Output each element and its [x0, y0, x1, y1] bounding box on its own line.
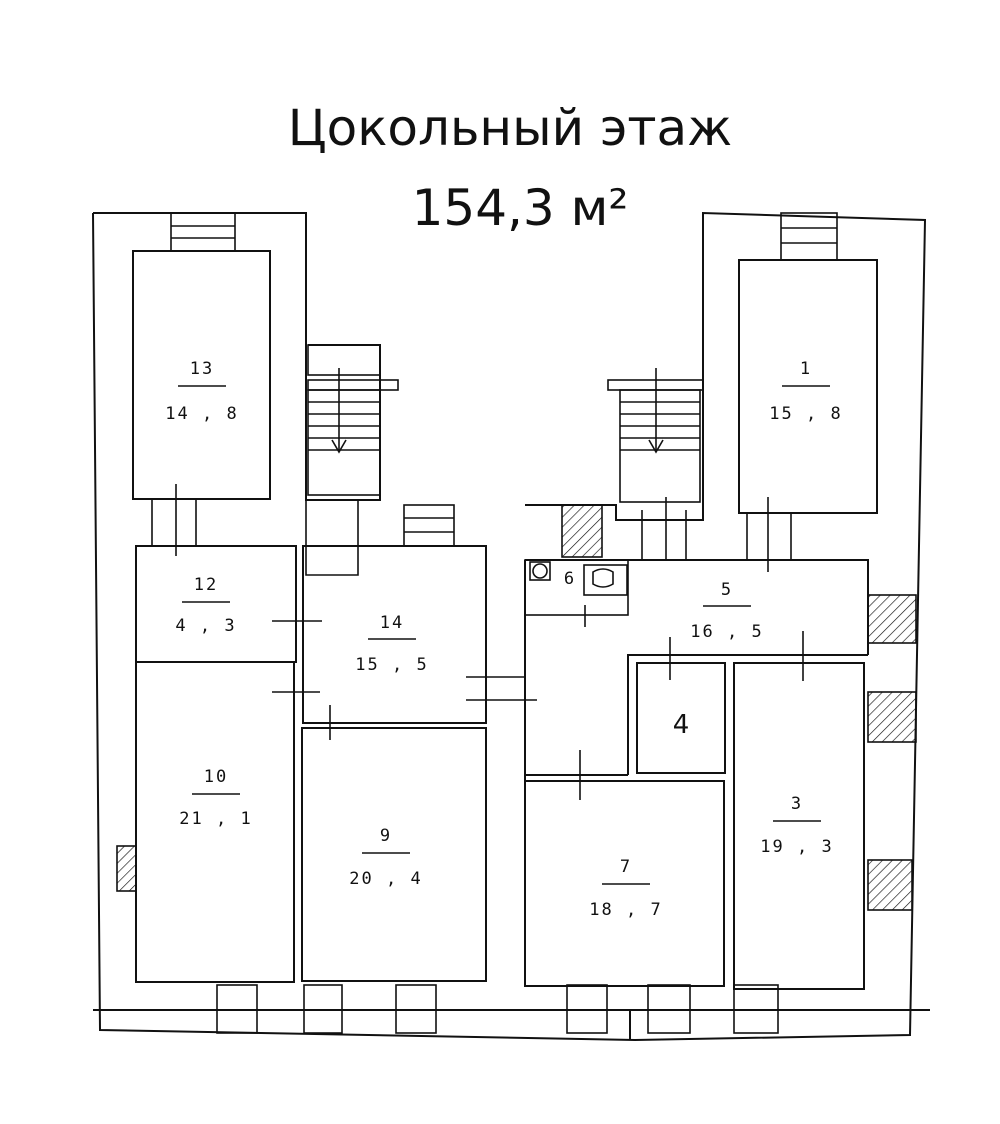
room-5: 5 16 , 5 [690, 580, 763, 642]
room-number: 3 [791, 794, 803, 814]
room-number: 7 [620, 857, 632, 877]
room-number: 13 [190, 359, 214, 379]
room-area: 19 , 3 [760, 837, 833, 857]
room-area: 15 , 8 [769, 404, 842, 424]
room-area: 21 , 1 [179, 809, 252, 829]
room-4: 4 [673, 710, 690, 740]
room-walls [132, 250, 878, 990]
hatched-columns [116, 504, 917, 911]
room-13: 13 14 , 8 [165, 359, 238, 424]
room-10: 10 21 , 1 [179, 767, 252, 829]
room-number: 9 [380, 826, 392, 846]
room-9: 9 20 , 4 [349, 826, 422, 889]
doors [151, 484, 804, 800]
room-area: 4 , 3 [175, 616, 236, 636]
stair-right [607, 368, 704, 503]
room-area: 18 , 7 [589, 900, 662, 920]
room-labels: 13 14 , 8 1 15 , 8 12 4 , 3 14 15 , 5 6 … [165, 359, 842, 920]
room-number: 5 [721, 580, 733, 600]
room-1: 1 15 , 8 [769, 359, 842, 424]
room-area: 20 , 4 [349, 869, 422, 889]
room-number: 10 [204, 767, 228, 787]
plan-title: Цокольный этаж [288, 99, 732, 157]
room-number: 14 [380, 613, 404, 633]
room-6: 6 [564, 569, 576, 589]
plan-area-total: 154,3 м² [412, 179, 629, 237]
room-number: 6 [564, 569, 576, 589]
room-3: 3 19 , 3 [760, 794, 833, 857]
room-area: 16 , 5 [690, 622, 763, 642]
stair-left [307, 344, 399, 496]
room-area: 14 , 8 [165, 404, 238, 424]
room-12: 12 4 , 3 [175, 575, 236, 636]
windows [170, 212, 838, 1034]
room-area: 15 , 5 [355, 655, 428, 675]
room-number: 4 [673, 710, 690, 740]
room-number: 12 [194, 575, 218, 595]
room-14: 14 15 , 5 [355, 613, 428, 675]
room-7: 7 18 , 7 [589, 857, 662, 920]
room-number: 1 [800, 359, 812, 379]
